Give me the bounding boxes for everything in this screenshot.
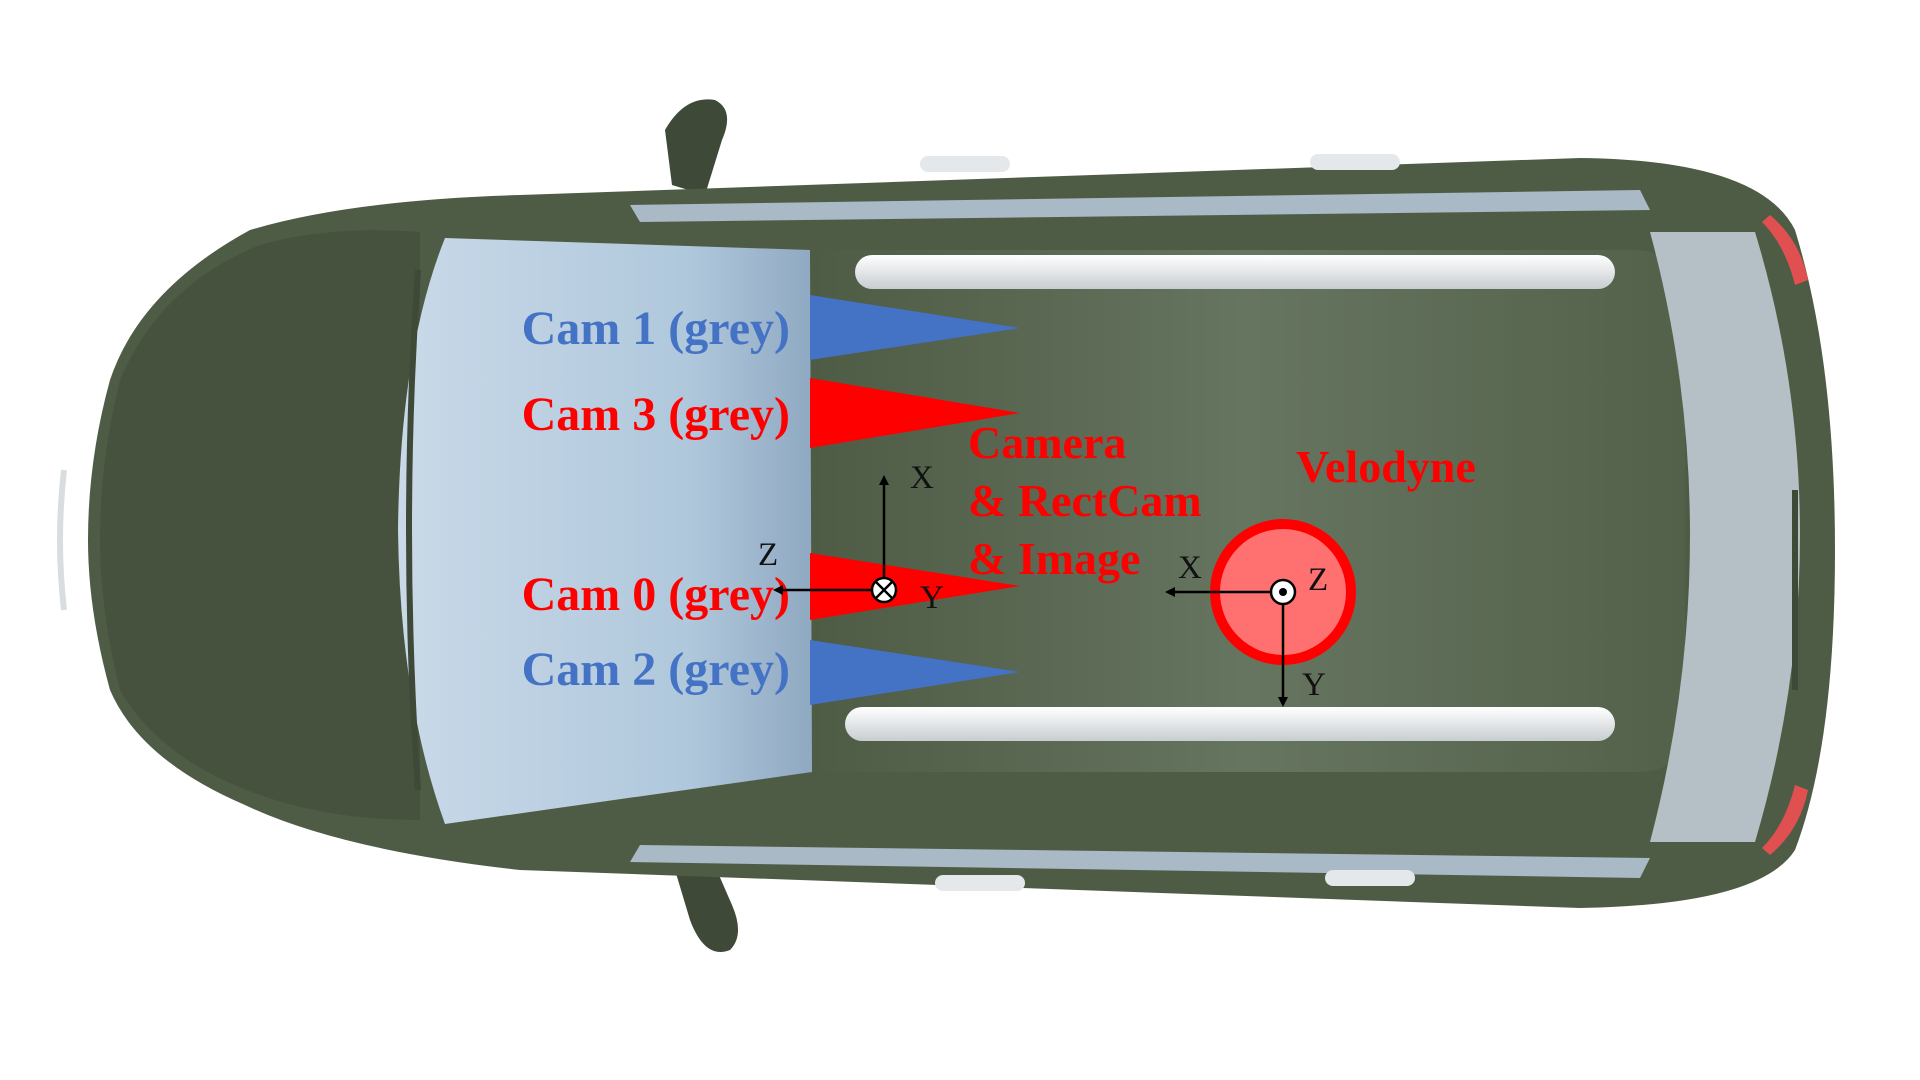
cam-3-triangle: [810, 378, 1020, 448]
door-handle: [1310, 154, 1400, 170]
z-cross-line: [875, 581, 893, 599]
camera-markers: Cam 1 (grey) Cam 3 (grey) Cam 0 (grey) C…: [522, 295, 1020, 705]
left-mirror: [665, 99, 728, 195]
camera-z-label: Z: [758, 537, 778, 573]
door-handle: [920, 156, 1010, 172]
side-window-top: [630, 190, 1650, 222]
tail-light-top: [1762, 215, 1808, 285]
cam-2-triangle: [810, 640, 1020, 705]
side-window-bottom: [630, 845, 1650, 878]
camera-x-label: X: [910, 460, 934, 496]
front-bumper: [57, 469, 67, 611]
velodyne: X Z Y Velodyne: [1165, 441, 1476, 707]
velodyne-label: Velodyne: [1296, 441, 1476, 492]
hood: [100, 230, 420, 820]
cam-3-label: Cam 3 (grey): [522, 388, 790, 441]
camera-frame-label-line-1: Camera: [968, 417, 1126, 468]
wiper: [406, 269, 421, 791]
velodyne-y-label: Y: [1302, 667, 1326, 703]
door-handle: [935, 875, 1025, 891]
car: [57, 99, 1835, 952]
rear-window: [1650, 232, 1800, 842]
roof-rail-top: [855, 255, 1615, 289]
cam-2-label: Cam 2 (grey): [522, 643, 790, 696]
camera-frame: X Z Y Camera & RectCam & Image: [758, 417, 1202, 616]
velodyne-z-label: Z: [1308, 562, 1328, 598]
cam-1-triangle: [810, 295, 1020, 360]
cam-0-label: Cam 0 (grey): [522, 568, 790, 621]
roof-rail-bottom: [845, 707, 1615, 741]
velodyne-x-label: X: [1178, 550, 1202, 586]
z-dot: [1279, 588, 1287, 596]
tail-light-bottom: [1762, 785, 1808, 855]
windshield: [398, 238, 812, 824]
roof: [810, 250, 1685, 772]
camera-frame-label-line-3: & Image: [968, 533, 1140, 584]
cam-0-triangle: [810, 553, 1020, 620]
camera-frame-label-line-2: & RectCam: [968, 475, 1202, 526]
cam-1-label: Cam 1 (grey): [522, 302, 790, 355]
door-handle: [1325, 870, 1415, 886]
camera-y-label: Y: [920, 580, 944, 616]
